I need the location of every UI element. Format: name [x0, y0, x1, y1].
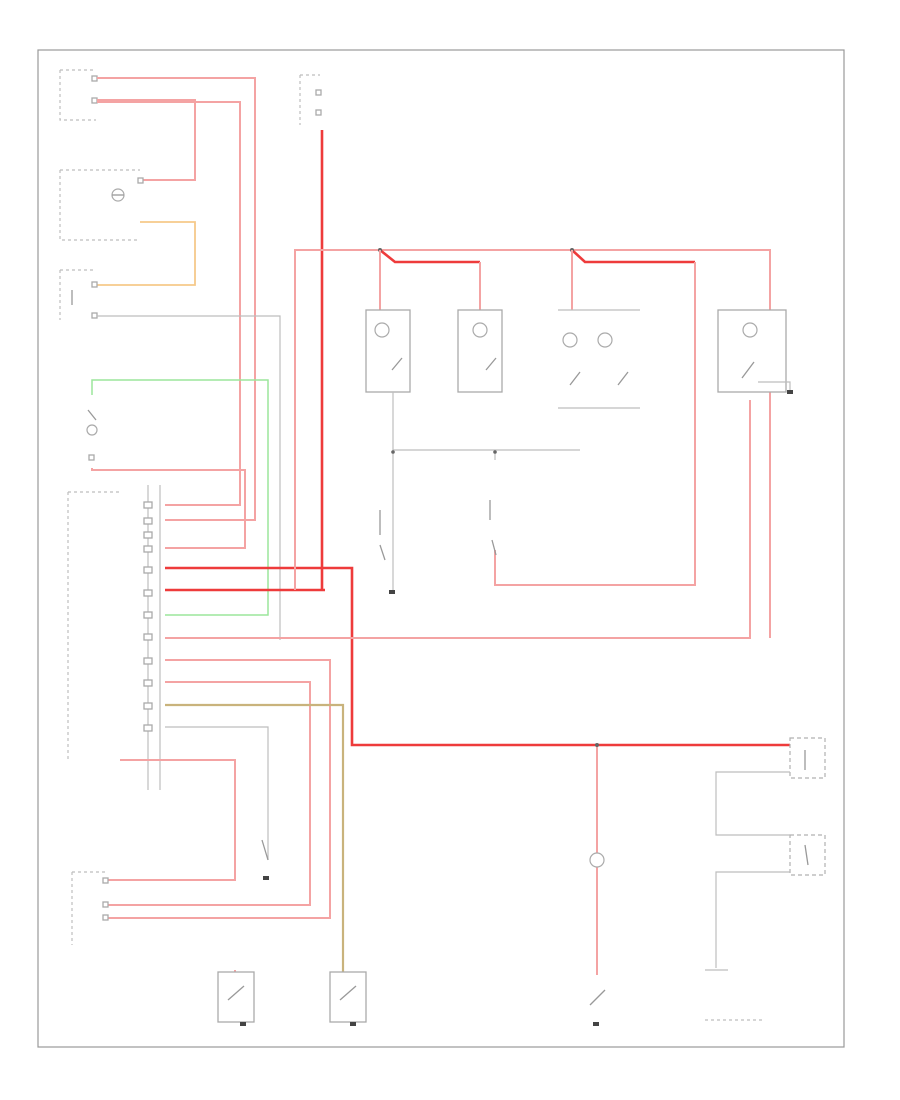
license-lamp: [589, 852, 605, 868]
lamp-box-right: [717, 309, 793, 394]
map-lamp-assembly: [558, 309, 640, 409]
wire-red-bold-bus-b: [571, 249, 695, 264]
connector-pins: [143, 501, 153, 732]
ground-left-mid: [261, 839, 269, 880]
bulb-icon: [742, 322, 758, 338]
wire-gray-tailgate-ground: [715, 871, 790, 968]
wire-red-c4: [107, 759, 236, 881]
ignition-switch: [59, 269, 98, 320]
wire-fuse-feed-c: [97, 101, 241, 506]
wire-fuse-feed-b: [97, 99, 196, 181]
wire-red-c1: [107, 659, 331, 919]
bulb-icon: [374, 322, 390, 338]
bulb-icon: [472, 322, 488, 338]
bulb-icon: [562, 332, 578, 348]
hazard-switch-box: [59, 169, 144, 241]
main-connector-block: [67, 485, 161, 790]
ground-icon: [593, 1022, 599, 1026]
door-switch-left: [86, 409, 98, 461]
timer-switch: [489, 500, 497, 556]
fuse-block-top-left: [59, 69, 98, 121]
splice-dot-icon: [493, 450, 497, 454]
wire-red-door-left: [91, 468, 246, 549]
license-lamp-switch: [589, 989, 606, 1026]
wire-red-c2: [107, 681, 311, 906]
wire-orange-switch: [97, 221, 196, 286]
ground-icon: [389, 590, 395, 594]
door-switch-bottom-a: [217, 970, 255, 1026]
tailgate-ground-bracket: [705, 969, 765, 1021]
splice-dot-icon: [391, 450, 395, 454]
fuse-top-center: [299, 74, 322, 125]
wire-fuse-feed-a: [97, 77, 256, 521]
wire-gray-tailgate-loop: [715, 771, 790, 836]
bulb-icon: [589, 852, 605, 868]
lamp-box-left: [365, 309, 411, 393]
ground-icon: [263, 876, 269, 880]
lamp-box-center: [457, 309, 503, 393]
wire-tan-door: [165, 703, 345, 975]
diagram-frame: [37, 49, 845, 1048]
wire-gray-ground-bus: [392, 392, 580, 451]
ground-icon: [240, 1022, 246, 1026]
wire-green-loop: [91, 379, 269, 616]
door-switch-bottom-b: [329, 971, 367, 1026]
wire-red-bold-main: [165, 566, 790, 747]
door-switch-center: [379, 510, 395, 594]
splice-dot-icon: [595, 743, 599, 747]
lower-left-connector: [71, 871, 109, 945]
ground-icon: [350, 1022, 356, 1026]
bulb-icon: [597, 332, 613, 348]
wire-red-top-bus: [294, 249, 771, 638]
wire-red-to-right: [165, 400, 751, 639]
wire-gray-c3: [165, 726, 269, 860]
ground-icon: [787, 390, 793, 394]
wire-gray-ignition: [97, 315, 281, 640]
bulb-icon: [86, 424, 98, 436]
tailgate-relay-connector: [789, 737, 826, 876]
wire-red-bold-bus-a: [379, 248, 480, 264]
